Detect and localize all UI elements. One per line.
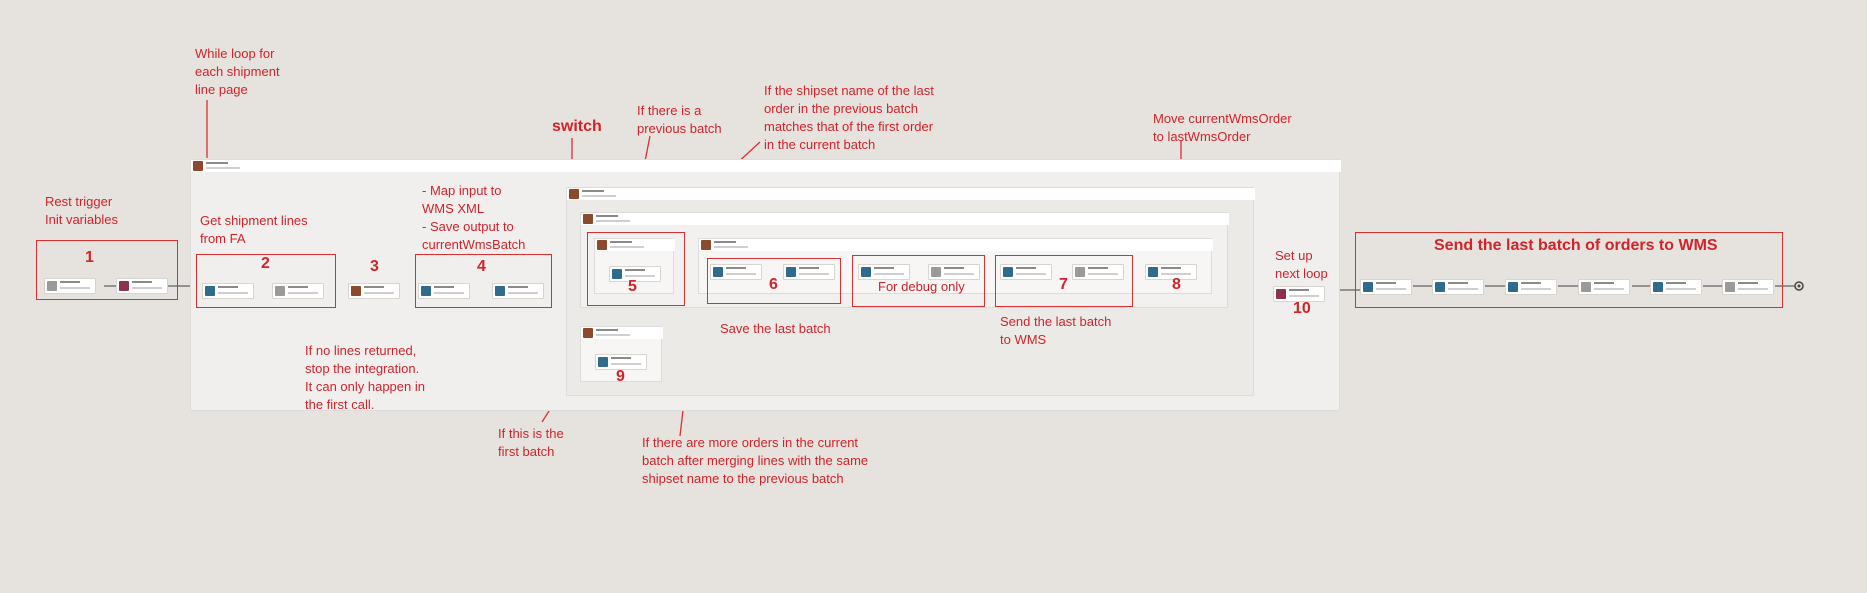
send-invoke-node[interactable]	[1072, 264, 1124, 280]
variable-icon	[119, 281, 129, 291]
switch-icon	[569, 189, 579, 199]
map-node-9[interactable]	[595, 354, 647, 370]
invoke-icon	[275, 286, 285, 296]
variable-icon	[1148, 267, 1158, 277]
step-number-3: 3	[370, 258, 379, 275]
label-switch: switch	[552, 118, 602, 135]
assign-node-6[interactable]	[710, 264, 762, 280]
variable-icon	[495, 286, 505, 296]
last-map-node-3[interactable]	[1650, 279, 1702, 295]
stage-file-node[interactable]	[783, 264, 835, 280]
box-step-5	[587, 232, 685, 306]
label-for-debug: For debug only	[878, 279, 965, 294]
last-invoke-node-2[interactable]	[1722, 279, 1774, 295]
box-step-7	[995, 255, 1133, 307]
debug-invoke-node[interactable]	[928, 264, 980, 280]
step-number-7: 7	[1059, 276, 1068, 293]
rest-trigger-node[interactable]	[44, 278, 96, 294]
box-step-6	[707, 258, 841, 304]
branch-icon	[583, 328, 593, 338]
map-icon	[598, 357, 608, 367]
switch-no-lines-node[interactable]	[348, 283, 400, 299]
last-map-node-2[interactable]	[1505, 279, 1557, 295]
invoke-icon	[1075, 267, 1085, 277]
assign-node-5[interactable]	[609, 266, 661, 282]
case-otherwise-panel	[580, 326, 663, 382]
branch-icon	[597, 240, 607, 250]
invoke-icon	[1725, 282, 1735, 292]
step-number-10: 10	[1293, 300, 1311, 317]
variable-icon	[1276, 289, 1286, 299]
map-icon	[1653, 282, 1663, 292]
label-send-last-batch-title: Send the last batch of orders to WMS	[1434, 237, 1718, 254]
label-no-lines: If no lines returned,stop the integratio…	[305, 343, 425, 412]
variable-icon	[713, 267, 723, 277]
step-number-2: 2	[261, 255, 270, 272]
switch-icon	[351, 286, 361, 296]
map-request-node[interactable]	[202, 283, 254, 299]
variable-icon	[612, 269, 622, 279]
step-number-8: 8	[1172, 276, 1181, 293]
last-stage-file-node[interactable]	[1432, 279, 1484, 295]
send-map-node[interactable]	[1000, 264, 1052, 280]
map-icon	[861, 267, 871, 277]
step-number-9: 9	[616, 368, 625, 385]
init-variables-node[interactable]	[116, 278, 168, 294]
label-save-last-batch: Save the last batch	[720, 321, 831, 336]
step-number-5: 5	[628, 278, 637, 295]
map-icon	[1508, 282, 1518, 292]
case-otherwise-header[interactable]	[581, 327, 663, 339]
step-number-4: 4	[477, 258, 486, 275]
box-step-1	[36, 240, 178, 300]
map-wms-node[interactable]	[418, 283, 470, 299]
map-icon	[421, 286, 431, 296]
loop-icon	[193, 161, 203, 171]
branch-icon	[701, 240, 711, 250]
box-last-batch	[1355, 232, 1783, 308]
switch-header[interactable]	[567, 188, 1255, 200]
map-icon	[205, 286, 215, 296]
case-previous-batch-header[interactable]	[581, 213, 1229, 225]
box-step-2	[196, 254, 336, 308]
assign-batch-node[interactable]	[492, 283, 544, 299]
branch-icon	[583, 214, 593, 224]
box-debug	[852, 255, 985, 307]
map-icon	[1363, 282, 1373, 292]
case-shipset-header[interactable]	[595, 239, 675, 251]
case-shipset-match-panel	[594, 238, 675, 294]
case-more-orders-header[interactable]	[699, 239, 1213, 251]
assign-node-8[interactable]	[1145, 264, 1197, 280]
invoke-icon	[931, 267, 941, 277]
step-number-1: 1	[85, 249, 94, 266]
last-invoke-node-1[interactable]	[1578, 279, 1630, 295]
while-loop-header[interactable]	[191, 160, 1341, 172]
setup-loop-node[interactable]	[1273, 286, 1325, 302]
box-step-4	[415, 254, 552, 308]
invoke-icon	[1581, 282, 1591, 292]
file-icon	[1435, 282, 1445, 292]
debug-map-node[interactable]	[858, 264, 910, 280]
map-icon	[1003, 267, 1013, 277]
step-number-6: 6	[769, 276, 778, 293]
last-map-node-1[interactable]	[1360, 279, 1412, 295]
invoke-fa-node[interactable]	[272, 283, 324, 299]
file-icon	[786, 267, 796, 277]
trigger-icon	[47, 281, 57, 291]
